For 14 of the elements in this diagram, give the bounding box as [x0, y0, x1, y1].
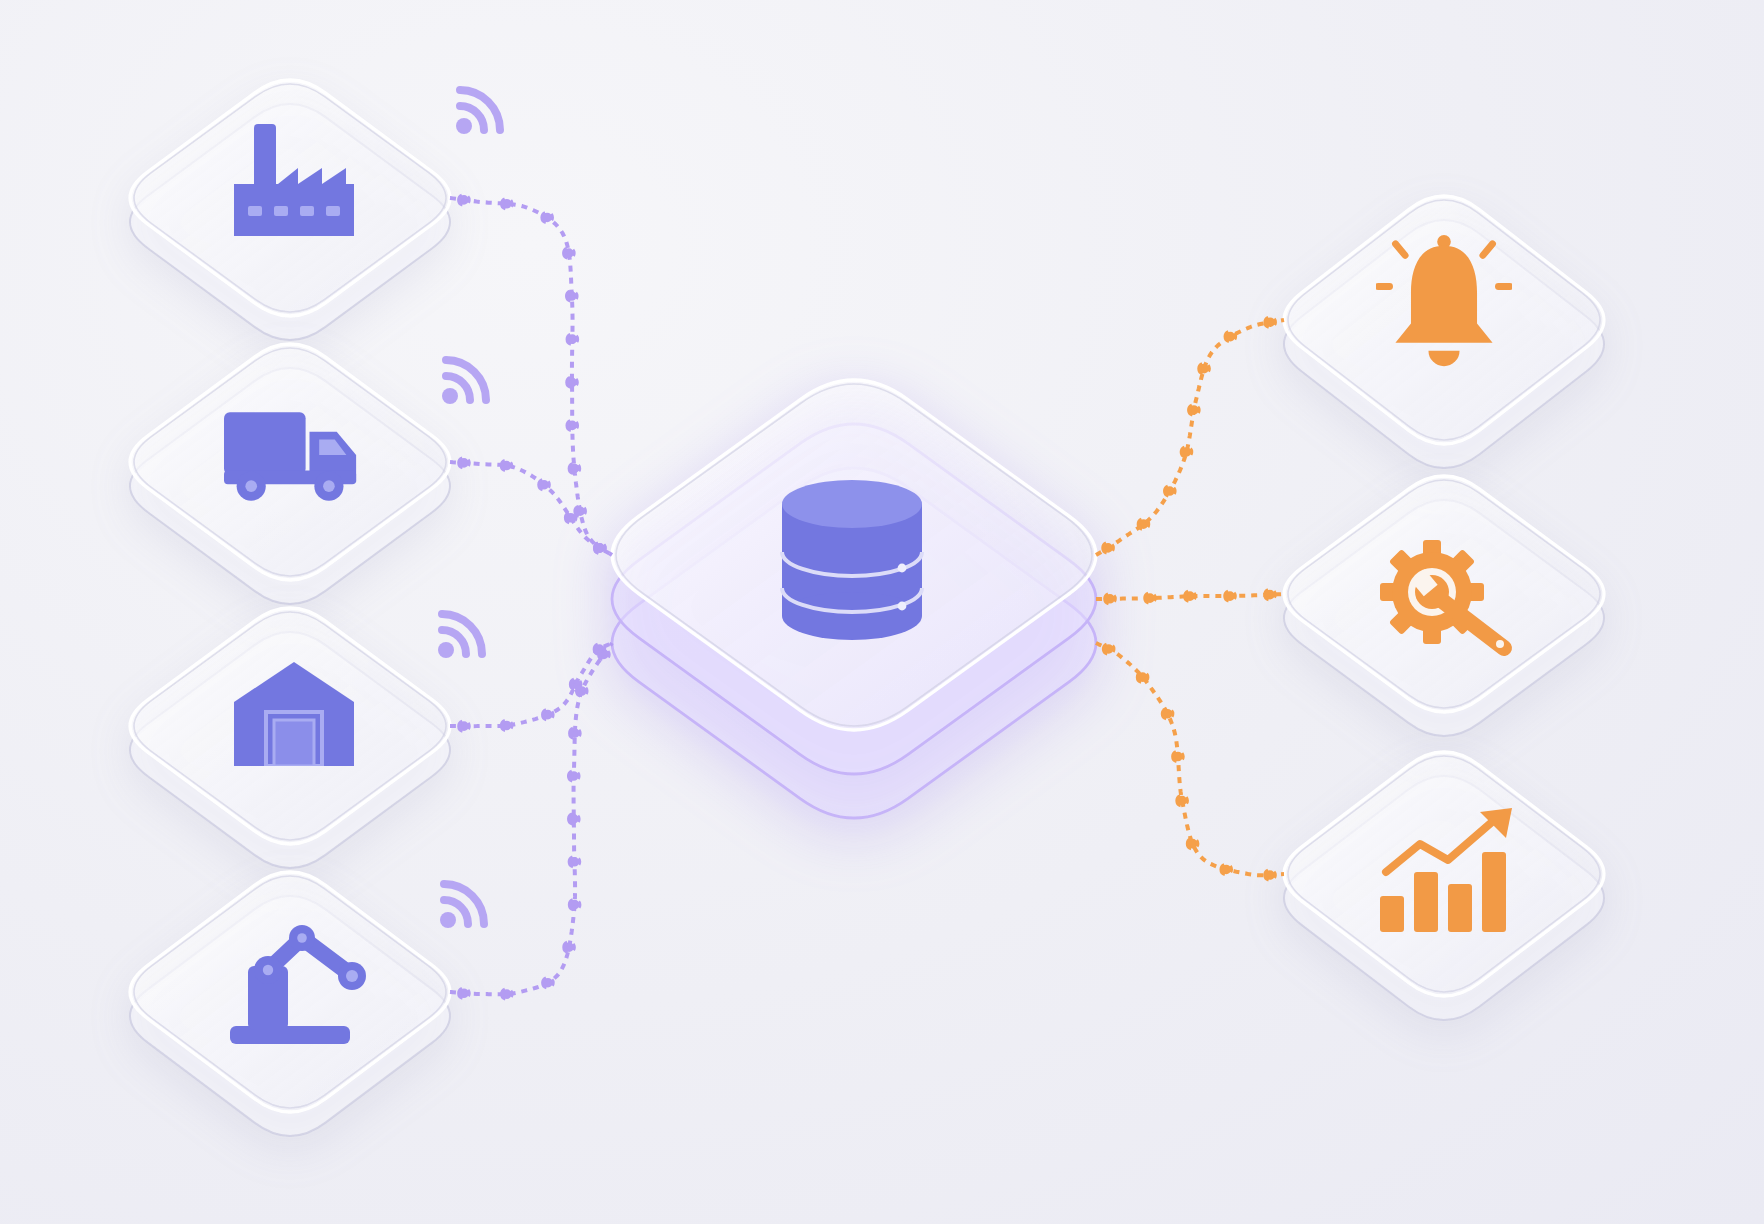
dotted-connector — [1094, 641, 1286, 882]
dotted-connector — [448, 193, 614, 557]
glass-tile — [1284, 196, 1604, 468]
stacked-glass-tile — [612, 380, 1096, 818]
glass-tile — [1284, 752, 1604, 1020]
dotted-connector — [1094, 587, 1286, 606]
glass-tile — [1284, 476, 1604, 736]
glass-tile — [130, 344, 450, 604]
glass-tile — [130, 80, 450, 340]
dotted-connector — [448, 641, 614, 1001]
dotted-connector — [1094, 315, 1286, 557]
glass-tile — [130, 872, 450, 1136]
glass-tile — [130, 608, 450, 868]
dotted-connector — [448, 456, 614, 557]
